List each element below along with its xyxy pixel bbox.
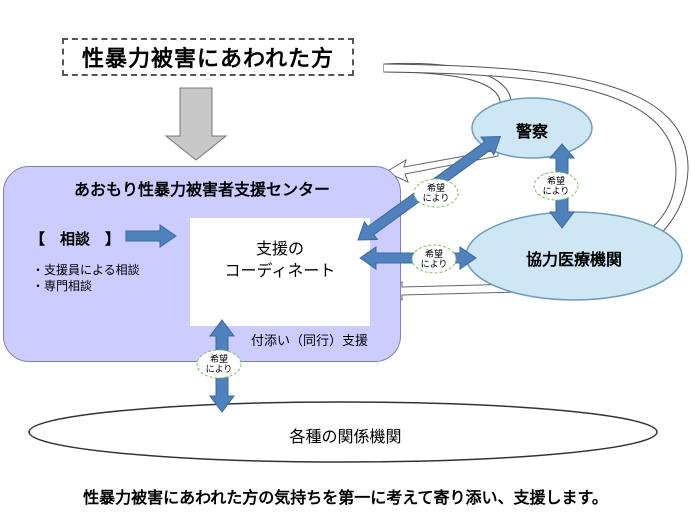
consult-item: ・支援員による相談: [32, 263, 140, 277]
police-label: 警察: [515, 122, 548, 141]
request-badge-police-medical: [533, 171, 579, 201]
others-ellipse: [28, 401, 658, 463]
victim-down-arrow: [164, 87, 228, 161]
request-line-2: により: [205, 365, 233, 375]
request-line-1: 希望: [546, 177, 565, 187]
footer-statement: 性暴力被害にあわれた方の気持ちを第一に考えて寄り添い、支援します。: [83, 488, 608, 507]
coordination-line-2: コーディネート: [224, 261, 336, 280]
consultation-list: ・支援員による相談 ・専門相談: [32, 262, 140, 294]
escort-support-label: 付添い（同行）支援: [251, 334, 369, 349]
request-badge-others: [196, 349, 242, 379]
request-badge-text: 希望 により: [412, 250, 456, 270]
request-badge-police: [413, 178, 459, 208]
request-badge-text: 希望 により: [197, 355, 241, 375]
police-ellipse: [471, 97, 593, 159]
request-line-1: 希望: [424, 250, 443, 260]
request-line-2: により: [422, 194, 450, 204]
consult-arrow: [125, 224, 177, 248]
request-line-1: 希望: [426, 184, 445, 194]
support-center-title: あおもり性暴力被害者支援センター: [73, 180, 330, 199]
victim-label: 性暴力被害にあわれた方: [62, 38, 354, 76]
request-line-1: 希望: [209, 355, 228, 365]
request-line-2: により: [420, 260, 448, 270]
consultation-label: 【 相談 】: [30, 230, 121, 248]
request-line-2: により: [542, 187, 570, 197]
coordination-line-1: 支援の: [255, 239, 304, 258]
medical-label: 協力医療機関: [525, 250, 622, 269]
request-badge-text: 希望 により: [414, 184, 458, 204]
consult-item: ・専門相談: [32, 279, 93, 293]
request-badge-medical: [411, 244, 457, 274]
others-label: 各種の関係機関: [289, 427, 402, 446]
coordination-box: [190, 218, 370, 326]
request-badge-text: 希望 により: [534, 177, 578, 197]
coordination-text: 支援の コーディネート: [190, 238, 370, 282]
